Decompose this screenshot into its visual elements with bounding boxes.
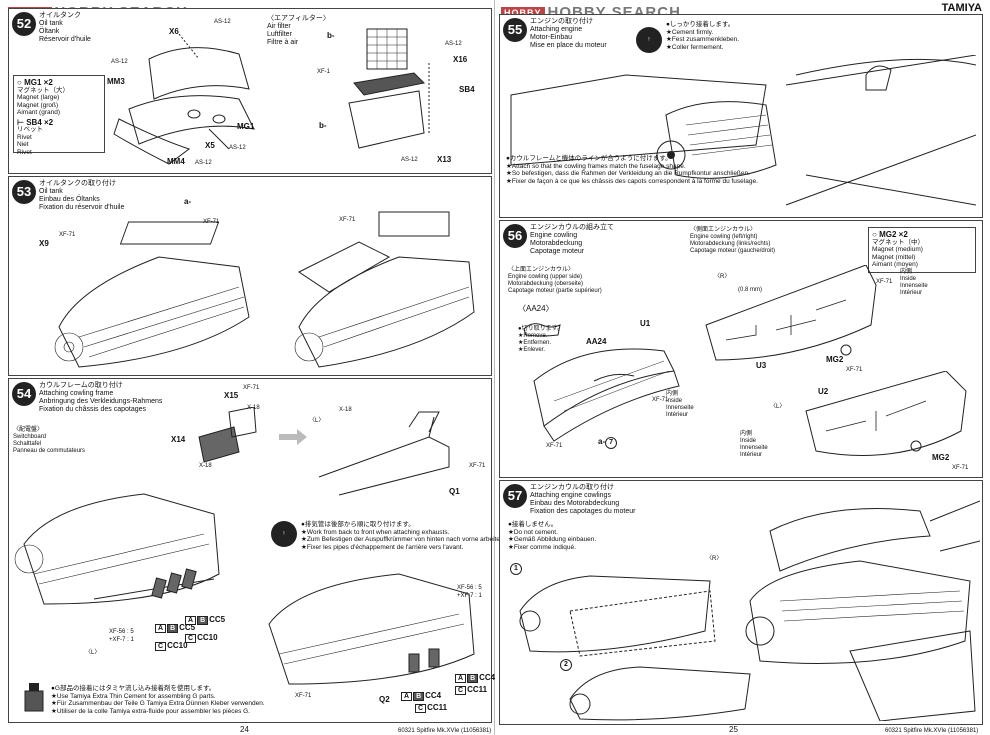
step-55: 55 エンジンの取り付け Attaching engine Motor-Einb… xyxy=(499,14,983,218)
step-titles: エンジンの取り付け Attaching engine Motor-Einbau … xyxy=(530,18,607,49)
engine-drawing-1 xyxy=(54,221,250,368)
step-number: 54 xyxy=(12,382,36,406)
exhaust-note: ●排気管は後部から順に取り付けます。 ★Work from back to fr… xyxy=(301,521,506,551)
engine-exhaust-drawing-2 xyxy=(268,573,475,685)
magnet-icon: ○ xyxy=(17,78,22,87)
step-titles: オイルタンクの取り付け Oil tank Einbau des Öltanks … xyxy=(39,180,125,211)
cowling-frame-q1-drawing xyxy=(318,411,450,496)
rivet-icon: ⊢ xyxy=(17,117,24,127)
part-a: a-7 xyxy=(598,437,618,449)
warning-icon: ! xyxy=(271,521,297,547)
step-number: 56 xyxy=(503,224,527,248)
step-56: 56 エンジンカウルの組み立て Engine cowling Motorabde… xyxy=(499,220,983,478)
cowling-step-1-drawing xyxy=(519,575,716,657)
step-titles: オイルタンク Oil tank Öltank Réservoir d'huile xyxy=(39,12,91,43)
mg2-legend: ○ MG2 ×2 マグネット（中） Magnet (medium) Magnet… xyxy=(868,227,976,273)
parts-legend: ○ MG1 ×2 マグネット（大） Magnet (large) Magnet … xyxy=(13,75,105,156)
step-number: 53 xyxy=(12,180,36,204)
step-53: 53 オイルタンクの取り付け Oil tank Einbau des Öltan… xyxy=(8,176,492,376)
cement-bottle-icon xyxy=(24,683,44,712)
step-number: 55 xyxy=(503,18,527,42)
air-filter-titles: 〈エアフィルター〉 Air filter Luftfilter Filtre à… xyxy=(267,15,330,46)
side-cowling-titles: 〈側面エンジンカウル〉 Engine cowling (left/right) … xyxy=(690,227,776,254)
sub-step-1: 1 xyxy=(510,563,522,575)
arrow-icon xyxy=(279,429,307,445)
air-filter-drawing xyxy=(348,28,430,149)
aa24-part-icon xyxy=(523,323,561,337)
step-57: 57 エンジンカウルの取り付け Attaching engine cowling… xyxy=(499,480,983,725)
step-52: 52 オイルタンク Oil tank Öltank Réservoir d'hu… xyxy=(8,8,492,174)
inside-label-3: 内側 Inside Innenseite Intérieur xyxy=(740,431,768,458)
step-number: 52 xyxy=(12,12,36,36)
step-titles: エンジンカウルの組み立て Engine cowling Motorabdecku… xyxy=(530,224,614,255)
step-titles: カウルフレームの取り付け Attaching cowling frame Anb… xyxy=(39,382,163,413)
inside-label-1: 内側 Inside Innenseite Intérieur xyxy=(666,391,694,418)
inside-label-2: 内側 Inside Innenseite Intérieur xyxy=(900,269,928,296)
fuselage-engine-drawing xyxy=(510,55,976,206)
right-page: HOBBYHOBBY SEARCH TAMIYA 55 エンジンの取り付け At… xyxy=(495,0,990,735)
sub-step-2: 2 xyxy=(560,659,572,671)
side-cowling-r-drawing xyxy=(705,265,877,361)
oil-tank-drawing xyxy=(113,33,255,165)
engine-exhaust-drawing xyxy=(14,493,220,605)
step-54: 54 カウルフレームの取り付け Attaching cowling frame … xyxy=(8,378,505,723)
do-not-cement-note: ●接着しません。 ★Do not cement. ★Gemäß Abbildun… xyxy=(508,521,597,551)
upper-cowling-titles: 〈上面エンジンカウル〉 Engine cowling (upper side) … xyxy=(508,267,602,294)
cement-firm-note: ●しっかり接着します。 ★Cement firmly. ★Fest zusamm… xyxy=(666,21,740,51)
switchboard-label: 〈配電盤〉 Switchboard Schalttafel Panneau de… xyxy=(13,427,86,454)
side-cowling-l-drawing xyxy=(805,371,967,456)
cowling-assembled-drawing xyxy=(745,500,980,721)
cement-note: ●G部品の接着にはタミヤ流し込み接着剤を使用します。 ★Use Tamiya E… xyxy=(51,685,265,715)
engine-drawing-2 xyxy=(294,211,475,368)
cowling-step-2-drawing xyxy=(569,666,751,721)
cement-icon: ! xyxy=(636,27,662,53)
magnet-icon: ○ xyxy=(872,230,877,239)
mg2-label: MG2 xyxy=(826,355,844,364)
step-titles: エンジンカウルの取り付け Attaching engine cowlings E… xyxy=(530,484,636,515)
switchboard-drawing xyxy=(198,407,257,463)
step-number: 57 xyxy=(503,484,527,508)
upper-cowling-drawing xyxy=(533,348,680,442)
left-page: HOBBYHOBBY SEARCH 52 オイルタンク Oil tank Ölt… xyxy=(8,0,505,735)
